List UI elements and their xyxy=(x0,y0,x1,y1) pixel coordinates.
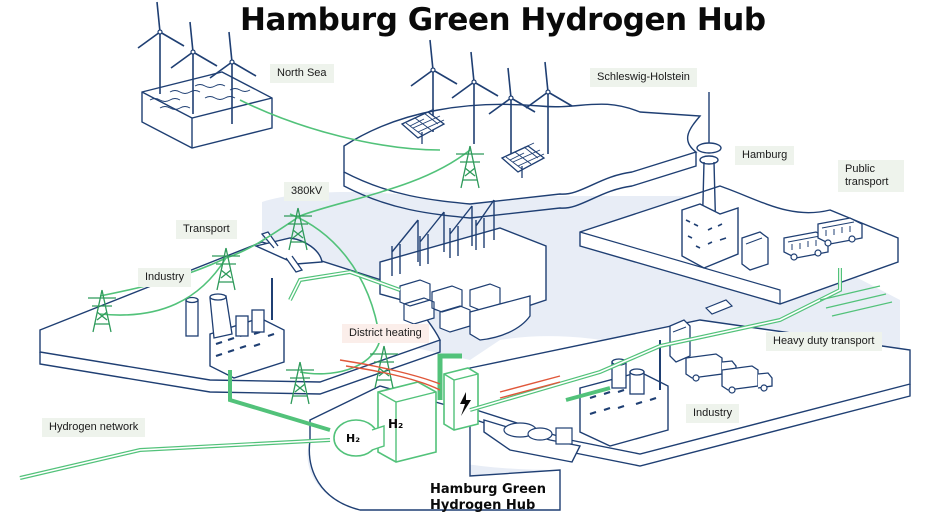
label-hydrogen-network: Hydrogen network xyxy=(42,418,146,437)
page-title: Hamburg Green Hydrogen Hub xyxy=(240,2,766,38)
district-heating-pipes xyxy=(339,359,561,399)
crane-icon xyxy=(391,199,495,276)
label-public-transport: Public transport xyxy=(838,160,904,192)
water-ripple xyxy=(819,285,893,317)
port-terminal xyxy=(379,199,547,341)
industry-left-block xyxy=(39,241,441,395)
battery-storage xyxy=(443,367,479,431)
wind-turbine-icon xyxy=(137,1,185,95)
label-industry-left: Industry xyxy=(138,268,192,287)
label-hamburg: Hamburg xyxy=(735,146,795,165)
tank-h2-symbol: H₂ xyxy=(346,432,360,445)
electrolyzer-h2-symbol: H₂ xyxy=(388,417,403,431)
schleswig-holstein-block xyxy=(343,39,702,219)
label-schleswig-holstein: Schleswig-Holstein xyxy=(590,68,697,87)
ship-icon xyxy=(483,419,582,463)
factory-icon xyxy=(185,278,285,379)
hydrogen-hub-block: H₂ H₂ xyxy=(308,353,561,511)
label-heavy-duty-transport: Heavy duty transport xyxy=(766,332,882,351)
hydrogen-fuel-station xyxy=(741,231,769,271)
small-boat xyxy=(704,299,734,315)
electrolyzer-icon: H₂ xyxy=(377,381,437,463)
hub-name-line2: Hydrogen Hub xyxy=(430,498,536,513)
hub-name-line1: Hamburg Green xyxy=(430,482,546,497)
hydrogen-pipelines-inner xyxy=(19,268,841,479)
label-380kv: 380kV xyxy=(284,182,330,201)
label-transport: Transport xyxy=(176,220,237,239)
lightning-icon xyxy=(460,392,471,416)
north-sea-wind-block xyxy=(137,1,273,149)
power-grid xyxy=(87,99,485,405)
h2-storage-tank: H₂ xyxy=(333,419,385,457)
label-district-heating: District heating xyxy=(342,324,429,343)
label-north-sea: North Sea xyxy=(270,64,334,83)
elbphilharmonie-building xyxy=(681,203,739,269)
hamburg-city-block xyxy=(579,92,899,305)
label-industry-right: Industry xyxy=(686,404,740,423)
hub-name: Hamburg Green Hydrogen Hub xyxy=(430,482,560,514)
